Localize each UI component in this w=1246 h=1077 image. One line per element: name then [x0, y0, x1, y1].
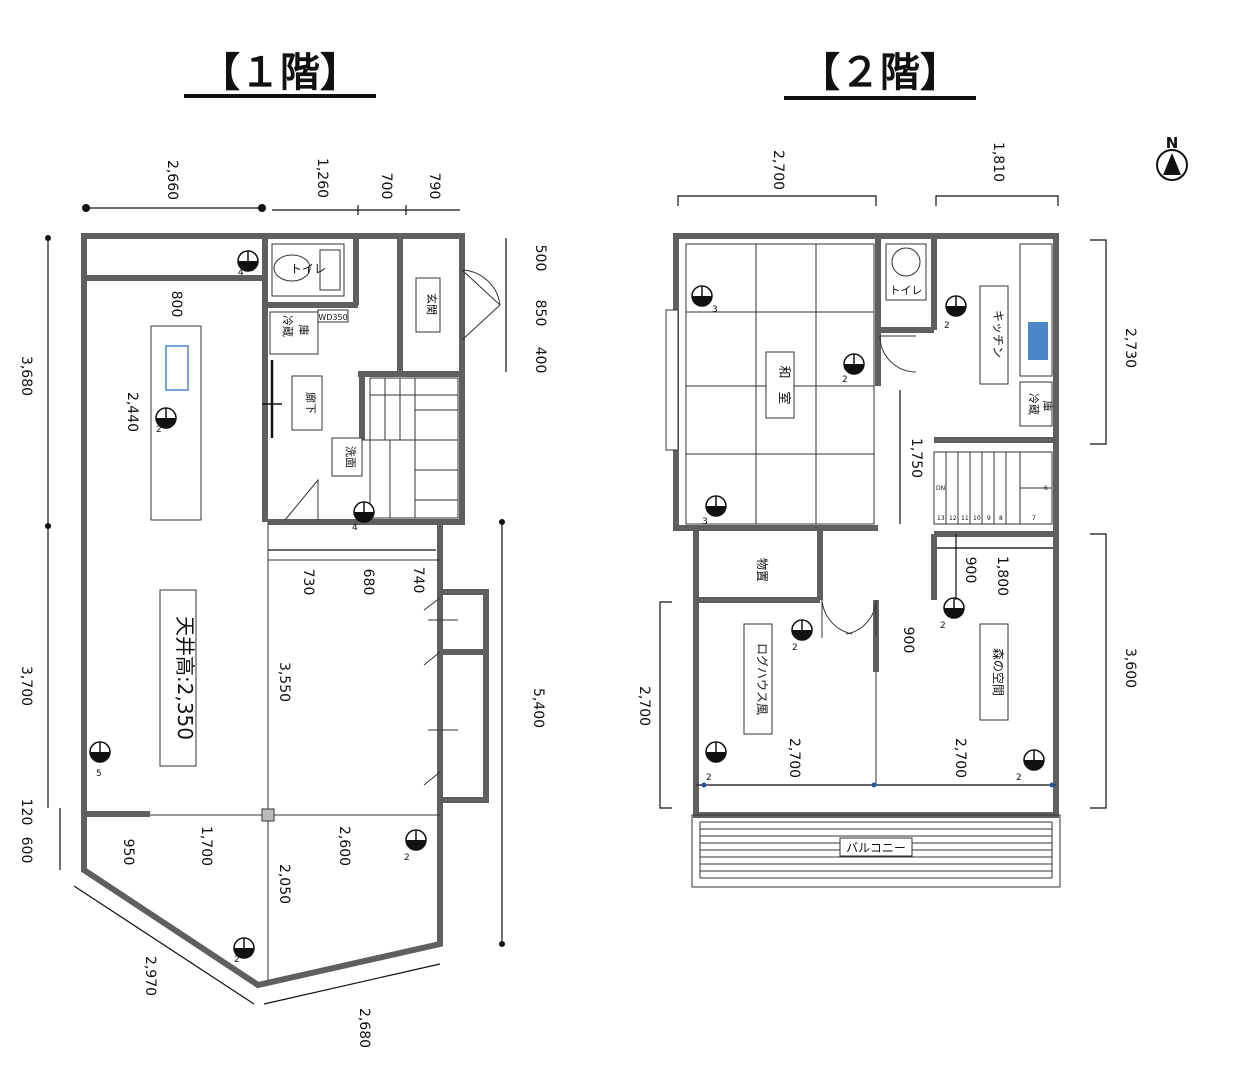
- f1-dim-2970: 2,970: [142, 956, 158, 996]
- f2-dim-2700-log: 2,700: [786, 738, 802, 778]
- f1-lamp-4: 5: [96, 769, 102, 779]
- f1-lamp-1: 4: [238, 268, 244, 278]
- f1-dim-1700: 1,700: [198, 826, 214, 866]
- north-compass-icon: N: [1156, 134, 1188, 181]
- f1-ceiling-height-label: 天井高:2,350: [173, 616, 197, 740]
- f2-step-6: 6: [1044, 485, 1048, 492]
- f2-lamp-3: 2: [944, 321, 950, 331]
- f1-dim-800: 800: [168, 291, 184, 318]
- f1-dim-790: 790: [426, 173, 442, 200]
- f1-dim-120: 120: [18, 799, 34, 826]
- f2-lamp-1: 3: [712, 305, 718, 315]
- f2-step-7: 7: [1032, 515, 1036, 522]
- f1-fridge-label-b: 庫: [297, 325, 311, 336]
- f1-dim-740: 740: [410, 567, 426, 594]
- f1-dim-850: 850: [532, 300, 548, 327]
- f2-stairs-dn: DN: [936, 485, 945, 492]
- f2-fridge-label-b: 庫: [1041, 401, 1055, 412]
- f2-step-13: 13: [937, 515, 945, 522]
- f2-dim-900-b: 900: [900, 627, 916, 654]
- f1-dim-3700: 3,700: [18, 666, 34, 706]
- f2-lamp-5: 2: [940, 621, 946, 631]
- f2-step-11: 11: [961, 515, 969, 522]
- f1-toilet-label: トイレ: [290, 262, 326, 276]
- f2-lamp-6: 2: [792, 643, 798, 653]
- f2-balcony-label: バルコニー: [846, 841, 906, 855]
- f2-step-12: 12: [949, 515, 957, 522]
- f1-dim-700: 700: [378, 173, 394, 200]
- f2-washitsu-label-a: 和: [776, 365, 791, 378]
- floor2-plan: 和 室 トイレ キッチン 冷蔵 庫 DN 13 12 11 10 9: [636, 142, 1138, 888]
- f2-dim-1750: 1,750: [908, 438, 924, 478]
- f2-dim-2730: 2,730: [1122, 328, 1138, 368]
- f1-dim-2440: 2,440: [124, 392, 140, 432]
- f2-fridge-label-a: 冷蔵: [1027, 393, 1040, 415]
- f1-wd-label: WD350: [318, 313, 347, 322]
- f1-dim-2680: 2,680: [356, 1008, 372, 1048]
- f1-dim-680: 680: [360, 569, 376, 596]
- f1-lamp-6: 2: [234, 955, 240, 965]
- f1-lamp-5: 2: [404, 853, 410, 863]
- f1-dim-5400: 5,400: [530, 688, 546, 728]
- f2-dim-2700-left: 2,700: [636, 686, 652, 726]
- f2-storage-label: 物置: [755, 558, 769, 582]
- f1-lamp-3: 4: [352, 523, 358, 533]
- f1-dim-2600: 2,600: [336, 826, 352, 866]
- f2-dim-2700-forest: 2,700: [952, 738, 968, 778]
- compass-label: N: [1166, 134, 1179, 152]
- f1-dim-600: 600: [18, 837, 34, 864]
- f2-washitsu-label-b: 室: [776, 391, 792, 404]
- floor1-outer-wall: [81, 233, 489, 989]
- f2-step-10: 10: [973, 515, 981, 522]
- balcony-deck: [691, 814, 1061, 888]
- f2-step-9: 9: [987, 515, 991, 522]
- f2-kitchen-label: キッチン: [991, 310, 1005, 358]
- floor1-interior-walls: [84, 236, 486, 817]
- f1-dim-3680: 3,680: [18, 356, 34, 396]
- f2-dim-3600: 3,600: [1122, 648, 1138, 688]
- f1-genkan-label: 玄関: [425, 293, 439, 315]
- f1-dim-500: 500: [532, 245, 548, 272]
- f2-log-house-label: ログハウス風: [755, 643, 769, 715]
- f1-dim-2050: 2,050: [276, 864, 292, 904]
- f2-toilet-label: トイレ: [890, 284, 923, 297]
- f1-lamp-2: 2: [156, 425, 162, 435]
- f1-washroom-label: 洗面: [344, 446, 357, 468]
- f1-corridor-label: 廊下: [304, 392, 318, 414]
- f1-dim-950: 950: [120, 839, 136, 866]
- floor2-title: 【２階】: [800, 50, 960, 96]
- f1-dim-400: 400: [532, 347, 548, 374]
- sink-icon: [1028, 322, 1048, 360]
- f2-dim-2700-top: 2,700: [770, 150, 786, 190]
- f2-step-8: 8: [999, 515, 1003, 522]
- f2-forest-label: 森の空間: [991, 648, 1006, 696]
- floor1-title: 【１階】: [200, 50, 360, 96]
- f1-fridge-label-a: 冷蔵: [281, 315, 294, 337]
- f2-lamp-2: 2: [842, 375, 848, 385]
- f2-lamp-7: 2: [706, 773, 712, 783]
- f1-dim-2660: 2,660: [164, 160, 180, 200]
- floor1-plan: トイレ 玄関 冷蔵 庫 WD350 廊下 洗面: [18, 158, 548, 1048]
- f1-dim-730: 730: [300, 569, 316, 596]
- f2-lamp-4: 3: [702, 517, 708, 527]
- f2-dim-1800: 1,800: [994, 556, 1010, 596]
- f2-dim-1810: 1,810: [990, 142, 1006, 182]
- f1-dim-1260: 1,260: [314, 158, 330, 198]
- f2-lamp-8: 2: [1016, 773, 1022, 783]
- f2-dim-900-a: 900: [962, 557, 978, 584]
- f1-dim-3550: 3,550: [276, 662, 292, 702]
